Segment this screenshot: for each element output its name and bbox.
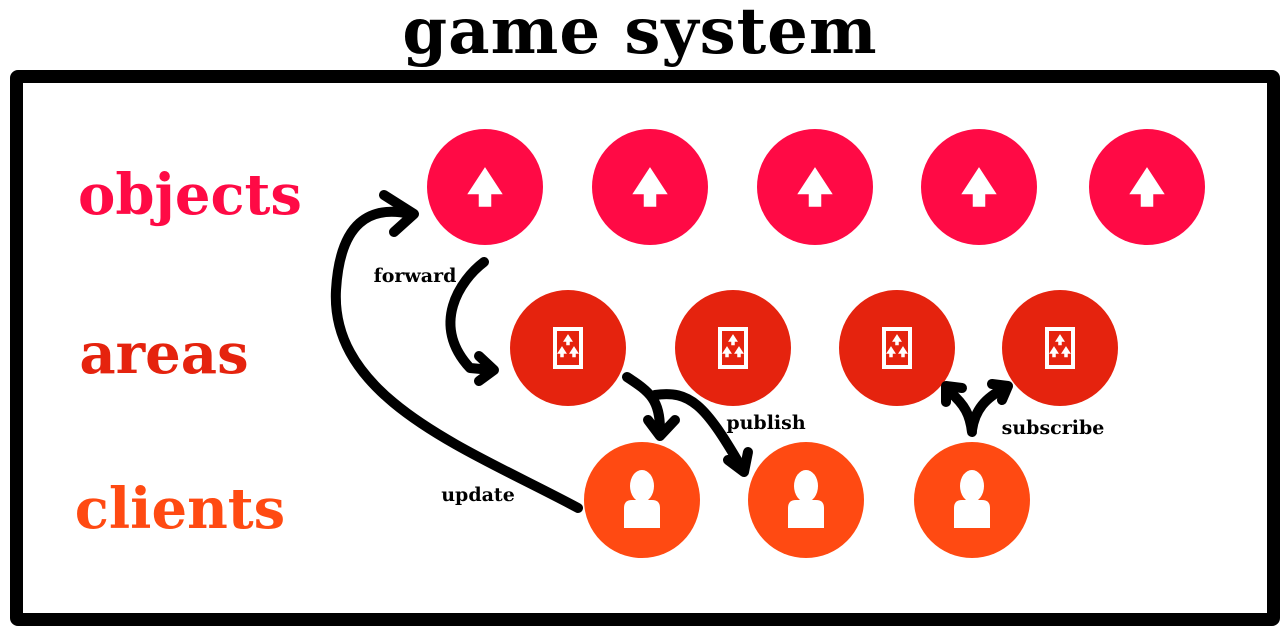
forward-arrowhead xyxy=(474,351,499,386)
edge-label-publish: publish xyxy=(726,412,806,434)
row-label-areas: areas xyxy=(79,321,248,387)
user-icon xyxy=(788,470,824,528)
subscribe-arrowhead-left xyxy=(941,381,967,407)
user-icon xyxy=(624,470,660,528)
forward-arrow xyxy=(445,257,497,375)
object-node xyxy=(1089,129,1205,245)
object-node xyxy=(592,129,708,245)
area-map-icon xyxy=(1045,327,1075,369)
edge-label-update: update xyxy=(441,484,515,506)
object-node xyxy=(921,129,1037,245)
area-node xyxy=(839,290,955,406)
area-map-icon xyxy=(553,327,583,369)
area-node xyxy=(510,290,626,406)
update-arrowhead xyxy=(379,190,419,237)
row-label-objects: objects xyxy=(78,162,302,228)
diagram-title: game system xyxy=(402,0,878,69)
edge-label-subscribe: subscribe xyxy=(1002,417,1105,439)
client-node xyxy=(914,442,1030,558)
publish-arrow-branch xyxy=(650,389,745,470)
object-node xyxy=(757,129,873,245)
subscribe-arrow-branch xyxy=(967,383,1010,435)
area-map-icon xyxy=(882,327,912,369)
area-node xyxy=(675,290,791,406)
row-label-clients: clients xyxy=(75,476,285,542)
client-node xyxy=(748,442,864,558)
object-node xyxy=(427,129,543,245)
update-arrow xyxy=(330,206,583,513)
publish-arrowhead-right xyxy=(723,447,753,477)
publish-arrowhead-left xyxy=(643,415,680,441)
edge-label-forward: forward xyxy=(374,265,457,287)
user-icon xyxy=(954,470,990,528)
area-map-icon xyxy=(718,327,748,369)
area-node xyxy=(1002,290,1118,406)
subscribe-arrowhead-right xyxy=(987,379,1013,405)
client-node xyxy=(584,442,700,558)
